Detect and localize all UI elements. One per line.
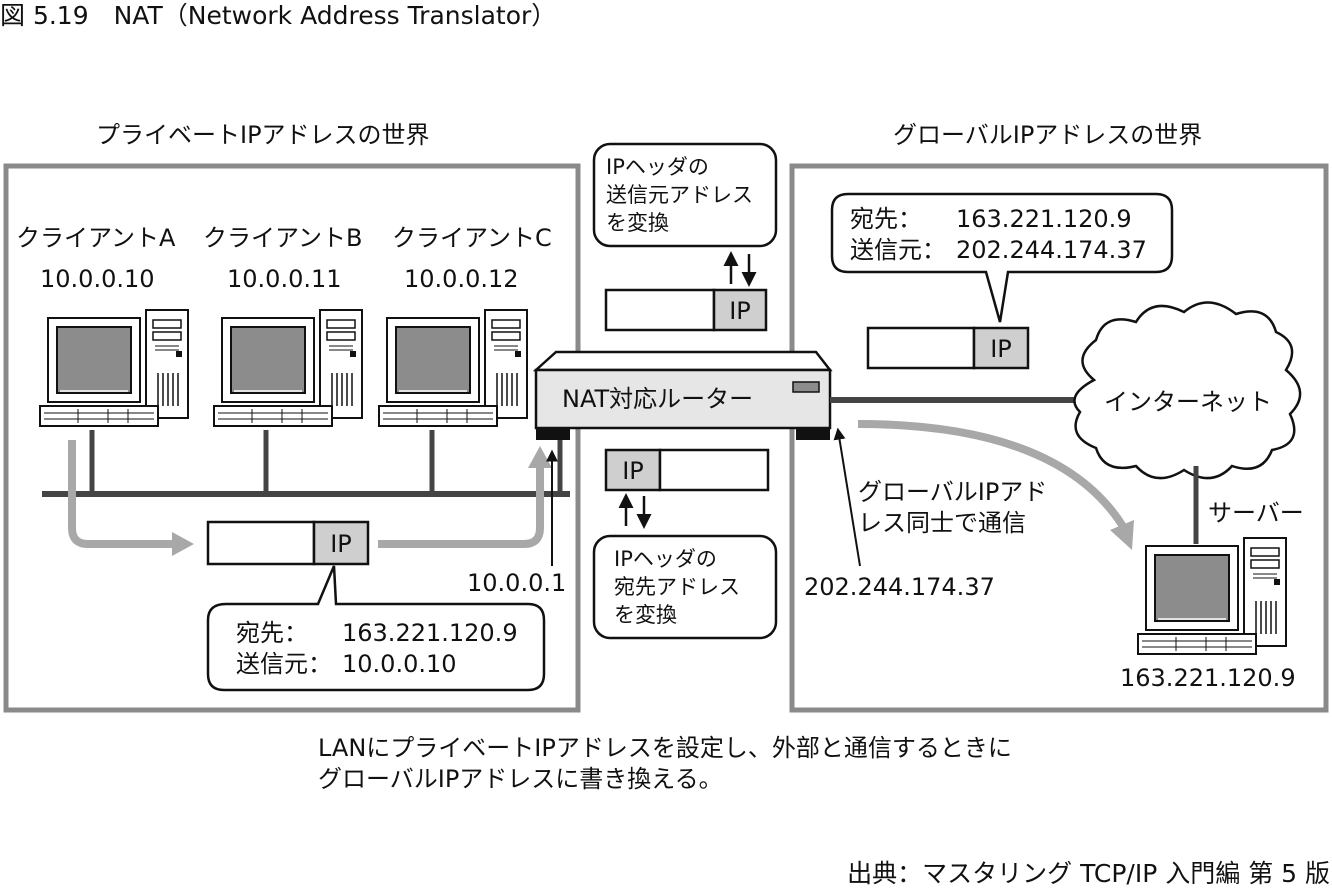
internet-label: インターネット	[1104, 388, 1272, 416]
src-note-line-1: IPヘッダの	[606, 155, 709, 179]
client-b-name: クライアントB	[203, 224, 363, 252]
server-computer	[1137, 537, 1287, 655]
wan-callout-dst-value: 163.221.120.9	[956, 205, 1132, 233]
translated-packet-inbound: IP	[604, 448, 770, 492]
router-label: NAT対応ルーター	[562, 385, 753, 413]
lan-packet: IP	[206, 520, 370, 566]
lan-callout-dst-label: 宛先：	[236, 619, 308, 647]
lan-callout-dst-value: 163.221.120.9	[342, 619, 518, 647]
client-b-ip: 10.0.0.11	[227, 265, 342, 293]
nat-router: NAT対応ルーター	[532, 350, 833, 440]
lan-callout-src-label: 送信元：	[236, 650, 332, 678]
router-lan-ip: 10.0.0.1	[467, 569, 566, 597]
client-c-name: クライアントC	[392, 224, 552, 252]
dst-translation-note: IPヘッダの 宛先アドレス を変換	[592, 534, 778, 640]
src-translation-note: IPヘッダの 送信元アドレス を変換	[592, 142, 778, 248]
src-note-line-3: を変換	[606, 211, 669, 235]
wan-callout-dst-label: 宛先：	[850, 205, 922, 233]
wan-callout-src-value: 202.244.174.37	[956, 236, 1147, 264]
global-world-frame	[789, 163, 1329, 713]
wan-packet: IP	[866, 326, 1030, 370]
wan-packet-ip-label: IP	[990, 335, 1012, 363]
client-b-computer	[213, 309, 363, 427]
internet-cloud-icon: インターネット	[1073, 301, 1302, 480]
wan-flow-arrow	[857, 420, 1128, 531]
wan-callout-src-label: 送信元：	[850, 236, 946, 264]
client-c-ip: 10.0.0.12	[404, 265, 519, 293]
global-world-label: グローバルIPアドレスの世界	[893, 121, 1202, 149]
client-a-computer	[39, 309, 189, 427]
client-a-name: クライアントA	[16, 224, 176, 252]
caption-line-1: LANにプライベートIPアドレスを設定し、外部と通信するときに	[318, 734, 1012, 762]
dst-note-line-3: を変換	[614, 603, 677, 627]
figure-title: 図 5.19 NAT（Network Address Translator）	[0, 1, 556, 30]
lan-header-callout: 宛先： 163.221.120.9 送信元： 10.0.0.10	[206, 565, 546, 692]
caption-line-2: グローバルIPアドレスに書き換える。	[318, 765, 723, 793]
private-world-frame	[3, 163, 581, 713]
wan-note-line-1: グローバルIPアド	[858, 478, 1047, 506]
client-a-ip: 10.0.0.10	[40, 265, 155, 293]
lan-packet-ip-label: IP	[330, 530, 352, 558]
private-world-label: プライベートIPアドレスの世界	[96, 121, 430, 149]
src-note-line-2: 送信元アドレス	[606, 183, 753, 207]
router-wan-ip: 202.244.174.37	[804, 573, 995, 601]
source-credit: 出典：マスタリング TCP/IP 入門編 第 5 版	[847, 859, 1330, 888]
wan-header-callout: 宛先： 163.221.120.9 送信元： 202.244.174.37	[830, 192, 1174, 323]
lan-flow-arrow	[68, 440, 182, 548]
inbound-packet-ip-label: IP	[622, 457, 644, 485]
server-name: サーバー	[1208, 499, 1304, 527]
lan-callout-src-value: 10.0.0.10	[342, 650, 457, 678]
server-ip: 163.221.120.9	[1120, 664, 1296, 692]
dst-note-line-1: IPヘッダの	[614, 547, 717, 571]
client-c-computer	[378, 309, 528, 427]
wan-note-line-2: レス同士で通信	[858, 509, 1026, 537]
dst-note-line-2: 宛先アドレス	[614, 575, 740, 599]
outbound-packet-ip-label: IP	[729, 297, 751, 325]
translated-packet-outbound: IP	[604, 288, 768, 332]
